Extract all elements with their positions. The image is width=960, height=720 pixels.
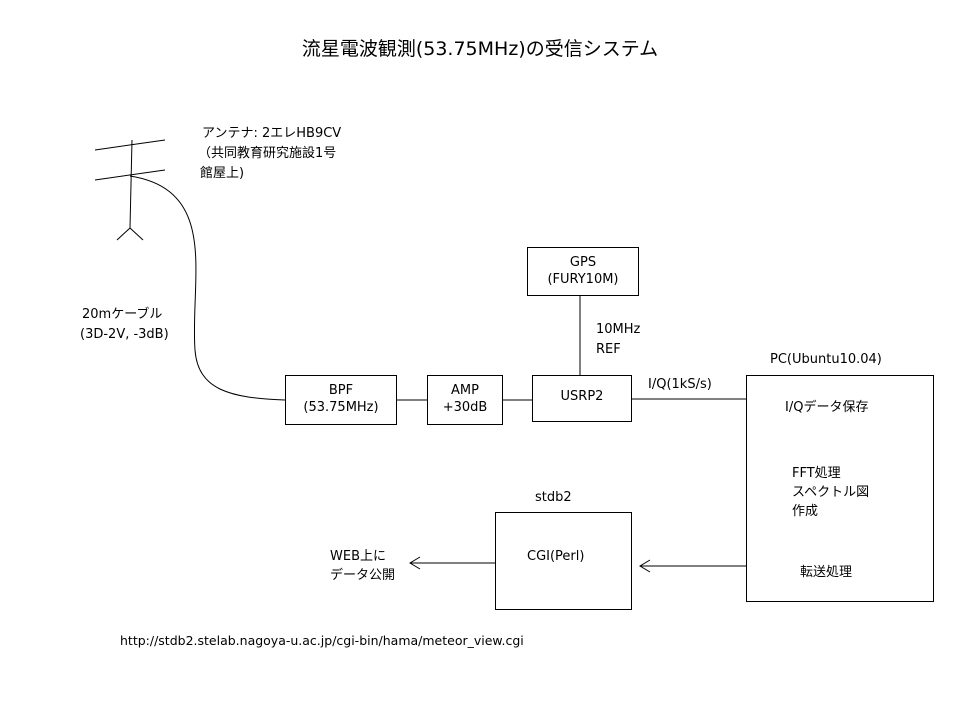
antenna-label-line2: （共同教育研究施設1号: [198, 146, 337, 161]
amp-label-line2: +30dB: [442, 400, 488, 415]
gps-box: GPS (FURY10M): [527, 247, 639, 296]
bpf-label-line2: (53.75MHz): [303, 400, 379, 415]
usrp-box: USRP2: [532, 375, 632, 422]
amp-label-line1: AMP: [451, 383, 479, 398]
amp-box: AMP +30dB: [427, 375, 503, 425]
ref-label-line2: REF: [596, 342, 621, 357]
server-web-arrowhead: [409, 556, 421, 570]
antenna-label-line1: アンテナ: 2エレHB9CV: [202, 126, 342, 141]
antenna-label-line3: 館屋上): [200, 166, 245, 181]
pc-step2-line3: 作成: [792, 504, 819, 519]
antenna-icon: [94, 139, 166, 241]
usrp-label: USRP2: [560, 389, 604, 404]
pc-step1: I/Qデータ保存: [785, 400, 869, 415]
pc-server-arrowhead: [639, 559, 651, 573]
pc-box: [746, 375, 934, 602]
diagram-title: 流星電波観測(53.75MHz)の受信システム: [301, 38, 659, 60]
bpf-box: BPF (53.75MHz): [285, 375, 397, 425]
gps-label-line1: GPS: [569, 255, 597, 270]
server-label: CGI(Perl): [527, 549, 585, 564]
iq-link-label: I/Q(1kS/s): [648, 377, 712, 392]
pc-title: PC(Ubuntu10.04): [770, 352, 882, 367]
gps-label-line2: (FURY10M): [547, 272, 619, 287]
pc-step2-line1: FFT処理: [792, 466, 841, 481]
web-label-line1: WEB上に: [330, 549, 386, 564]
cable-label-line2: (3D-2V, -3dB): [80, 327, 169, 342]
pc-step3: 転送処理: [800, 565, 853, 580]
cable-label-line1: 20mケーブル: [82, 307, 163, 322]
server-box: [495, 512, 632, 610]
antenna-cable-line: [129, 175, 286, 401]
server-title: stdb2: [535, 490, 572, 505]
bpf-label-line1: BPF: [328, 383, 354, 398]
pc-step2-line2: スペクトル図: [792, 485, 870, 500]
service-url: http://stdb2.stelab.nagoya-u.ac.jp/cgi-b…: [120, 633, 524, 648]
web-label-line2: データ公開: [330, 568, 396, 583]
ref-label-line1: 10MHz: [596, 322, 641, 337]
